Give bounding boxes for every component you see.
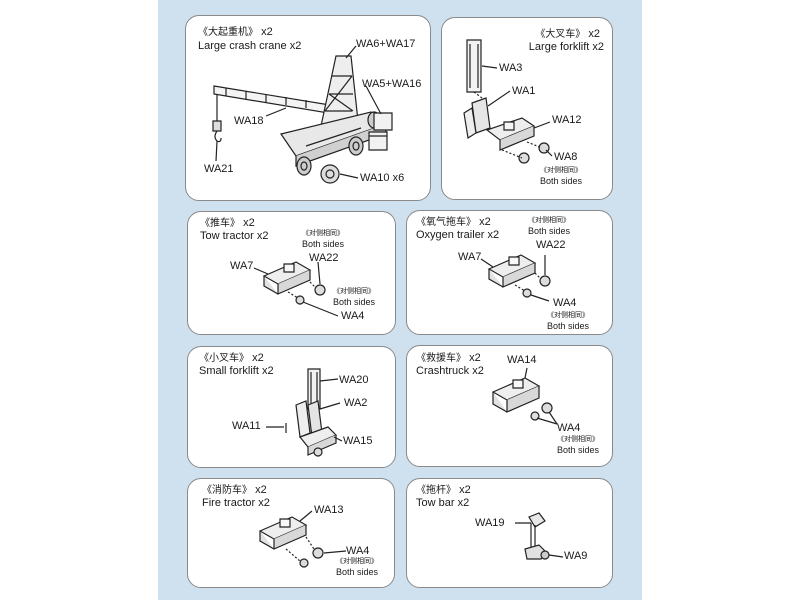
part-label-wa12: WA12 bbox=[552, 114, 582, 126]
small-forklift-drawing bbox=[188, 347, 396, 468]
part-label-wa18: WA18 bbox=[234, 115, 264, 127]
panel-subtitle: Crashtruck x2 bbox=[416, 365, 484, 377]
panel-title: 《推车》 x2 bbox=[200, 217, 255, 229]
part-label-wa4: WA4 bbox=[341, 310, 365, 322]
part-label-wa4: WA4 bbox=[553, 297, 577, 309]
tow-bar-drawing bbox=[407, 479, 613, 588]
panel-title: 《消防车》 x2 bbox=[202, 484, 267, 496]
note-both-sides: 《对侧相同》 Both sides bbox=[557, 436, 600, 455]
panel-subtitle: Fire tractor x2 bbox=[202, 497, 270, 509]
panel-title: 《大叉车》 x2 bbox=[535, 28, 600, 40]
part-label-wa2: WA2 bbox=[344, 397, 368, 409]
panel-large-forklift: 《大叉车》 x2 Large forklift x2 WA3 bbox=[441, 17, 613, 200]
panel-title: 《氧气拖车》 x2 bbox=[416, 216, 491, 228]
part-label-wa6-wa17: WA6+WA17 bbox=[356, 38, 416, 50]
panel-small-forklift: 《小叉车》 x2 Small forklift x2 WA20 WA2 WA11… bbox=[187, 346, 396, 468]
note-both-sides: 《对侧相同》 Both sides bbox=[336, 558, 379, 577]
part-label-wa11: WA11 bbox=[232, 420, 261, 432]
panel-subtitle: Small forklift x2 bbox=[199, 365, 274, 377]
note-both-sides-bottom: 《对侧相同》 Both sides bbox=[333, 288, 376, 307]
panel-tow-bar: 《拖杆》 x2 Tow bar x2 WA19 WA9 bbox=[406, 478, 613, 588]
note-both-sides: 《对侧相同》 Both sides bbox=[540, 167, 583, 186]
part-label-wa7: WA7 bbox=[458, 251, 482, 263]
panel-subtitle: Oxygen trailer x2 bbox=[416, 229, 500, 241]
part-label-wa15: WA15 bbox=[343, 435, 373, 447]
part-label-wa3: WA3 bbox=[499, 62, 523, 74]
part-label-wa21: WA21 bbox=[204, 163, 234, 175]
note-both-sides-top: 《对侧相同》 Both sides bbox=[528, 217, 571, 236]
part-label-wa19: WA19 bbox=[475, 517, 505, 529]
panel-large-crash-crane: 《大起重机》 x2 Large crash crane x2 bbox=[185, 15, 431, 201]
tow-tractor-drawing bbox=[188, 212, 396, 335]
panel-title: 《拖杆》 x2 bbox=[416, 484, 471, 496]
part-label-wa20: WA20 bbox=[339, 374, 369, 386]
part-label-wa4: WA4 bbox=[346, 545, 370, 557]
crashtruck-drawing bbox=[407, 346, 613, 467]
panel-crashtruck: 《救援车》 x2 Crashtruck x2 WA14 WA4 《对侧相同》 B… bbox=[406, 345, 613, 467]
part-label-wa22: WA22 bbox=[309, 252, 339, 264]
panel-subtitle: Large crash crane x2 bbox=[198, 40, 302, 52]
part-label-wa9: WA9 bbox=[564, 550, 588, 562]
panel-oxygen-trailer: 《氧气拖车》 x2 Oxygen trailer x2 WA7 WA22 WA4… bbox=[406, 210, 613, 335]
part-label-wa7: WA7 bbox=[230, 260, 254, 272]
oxygen-trailer-drawing bbox=[407, 211, 613, 335]
part-label-wa5-wa16: WA5+WA16 bbox=[362, 78, 422, 90]
panel-fire-tractor: 《消防车》 x2 Fire tractor x2 WA13 WA4 《对侧相同》… bbox=[187, 478, 395, 588]
part-label-wa10: WA10 x6 bbox=[360, 172, 405, 184]
part-label-wa4: WA4 bbox=[557, 422, 581, 434]
panel-tow-tractor: 《推车》 x2 Tow tractor x2 WA7 WA22 WA4 《对侧相… bbox=[187, 211, 396, 335]
fire-tractor-drawing bbox=[188, 479, 395, 588]
panel-subtitle: Tow tractor x2 bbox=[200, 230, 269, 242]
part-label-wa22: WA22 bbox=[536, 239, 566, 251]
large-forklift-drawing bbox=[442, 18, 613, 200]
part-label-wa8: WA8 bbox=[554, 151, 578, 163]
panel-subtitle: Large forklift x2 bbox=[528, 41, 604, 53]
panel-subtitle: Tow bar x2 bbox=[416, 497, 470, 509]
note-both-sides-top: 《对侧相同》 Both sides bbox=[302, 230, 345, 249]
part-label-wa14: WA14 bbox=[507, 354, 537, 366]
panel-title: 《救援车》 x2 bbox=[416, 352, 481, 364]
panel-title: 《大起重机》 x2 bbox=[198, 26, 273, 38]
crane-drawing bbox=[186, 16, 431, 201]
note-both-sides-bottom: 《对侧相同》 Both sides bbox=[547, 312, 590, 331]
panel-title: 《小叉车》 x2 bbox=[199, 352, 264, 364]
part-label-wa13: WA13 bbox=[314, 504, 344, 516]
part-label-wa1: WA1 bbox=[512, 85, 536, 97]
